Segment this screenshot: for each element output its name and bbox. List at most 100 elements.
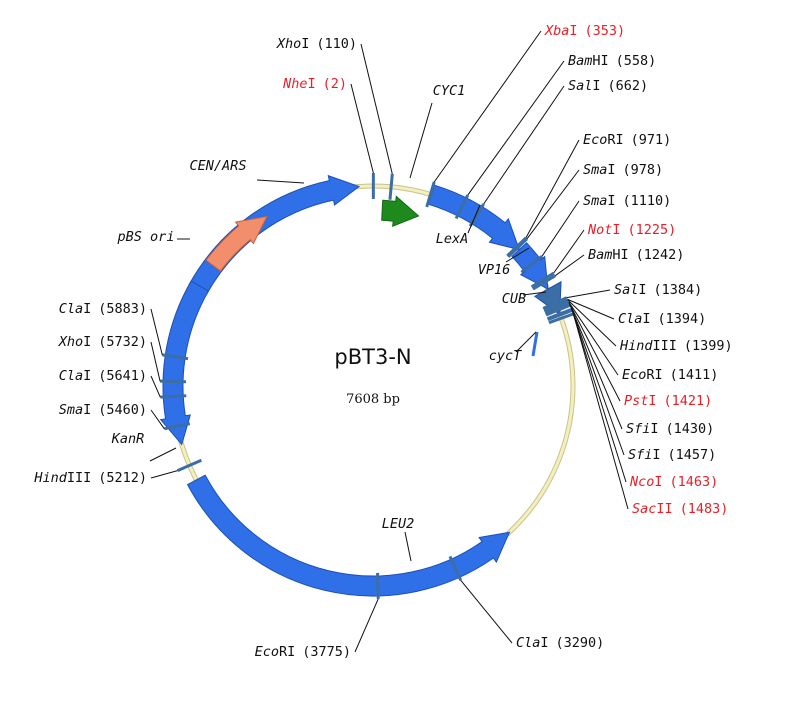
site-position: (1242) (636, 247, 685, 263)
feature-mark-cyct (531, 331, 539, 357)
site-label: SmaI (978) (583, 162, 663, 178)
site-tick (520, 255, 543, 274)
site-position: (2) (323, 76, 347, 92)
site-leader (526, 169, 580, 240)
site-leader (568, 303, 621, 402)
site-label: SalI(1384) (614, 282, 702, 298)
site-leader (354, 598, 379, 653)
feature-label-kanr: KanR (111, 431, 145, 447)
site-label: SfiI(1430) (626, 421, 714, 437)
feature-leader-vp16 (505, 247, 530, 263)
site-enzyme: Sac (632, 501, 656, 517)
feature-label-lexa: LexA (436, 231, 469, 247)
site-position: (1421) (664, 393, 713, 409)
site-tick-layer (160, 172, 574, 599)
site-position: (5212) (98, 470, 147, 486)
site-label: ClaI(5883) (59, 301, 147, 317)
feature-label-cyc1: CYC1 (433, 83, 466, 99)
site-enzyme: Bam (568, 53, 592, 69)
feature-arrow-leu2 (186, 474, 511, 597)
feature-label-leu2: LEU2 (382, 516, 415, 532)
feature-label-cen-ars: CEN/ARS (190, 158, 247, 174)
feature-arrow-cen-ars (188, 174, 361, 295)
site-enzyme: Not (587, 222, 612, 238)
site-label: EcoRI(971) (583, 132, 671, 148)
site-enzyme-suffix: I (83, 368, 91, 384)
site-label: XhoI(5732) (58, 334, 147, 350)
site-label: EcoRI(1411) (622, 367, 718, 383)
site-enzyme-suffix: I (83, 334, 91, 350)
site-enzyme: Sfi (628, 447, 652, 463)
site-leader (150, 375, 161, 398)
feature-leader-kanr (149, 447, 177, 462)
feature-leader-leu2 (404, 531, 412, 562)
site-tick (545, 303, 571, 317)
site-tick (543, 298, 569, 312)
site-tick (548, 312, 574, 325)
site-enzyme-suffix: I (654, 474, 662, 490)
site-enzyme: Sma (583, 162, 607, 178)
site-tick (162, 353, 189, 361)
site-enzyme-suffix: III (67, 470, 91, 486)
site-tick (376, 572, 380, 599)
site-enzyme: Sma (583, 193, 607, 209)
site-label: NotI(1225) (587, 222, 676, 238)
site-leader (569, 304, 623, 430)
site-enzyme-suffix: I (607, 162, 615, 178)
feature-label-cub: CUB (502, 291, 526, 307)
site-tick (532, 274, 556, 291)
site-label: PstI(1421) (624, 393, 712, 409)
site-tick (164, 422, 191, 431)
site-enzyme: Cla (618, 311, 642, 327)
site-leader (567, 299, 617, 347)
site-enzyme: Sal (614, 282, 638, 298)
site-position: (5460) (98, 402, 147, 418)
site-position: (1457) (668, 447, 717, 463)
site-enzyme: Cla (516, 635, 540, 651)
site-tick (176, 458, 202, 472)
site-leader (350, 83, 374, 174)
site-leader (554, 254, 585, 277)
site-tick (388, 173, 394, 200)
site-enzyme: Eco (622, 367, 646, 383)
site-label: HindIII(5212) (33, 470, 147, 486)
site-enzyme: Xba (544, 23, 569, 39)
site-leader (467, 60, 565, 196)
site-enzyme: Pst (624, 393, 648, 409)
site-position: (1463) (670, 474, 719, 490)
feature-arrow-pbs-ori (205, 215, 268, 272)
site-position: (978) (623, 162, 664, 178)
site-enzyme: Nhe (282, 76, 307, 92)
site-tick (547, 308, 573, 321)
site-enzyme: Xho (58, 334, 83, 350)
leader-layer (149, 30, 629, 653)
site-position: (5883) (98, 301, 147, 317)
site-position: (971) (631, 132, 672, 148)
site-enzyme-suffix: I (642, 311, 650, 327)
site-label: XbaI(353) (544, 23, 625, 39)
site-tick (530, 271, 555, 289)
site-label: NheI(2) (282, 76, 347, 92)
feature-label-pbs-ori: pBS ori (117, 229, 175, 245)
site-tick (544, 302, 570, 315)
site-enzyme-suffix: I (650, 421, 658, 437)
site-enzyme: Cla (59, 301, 83, 317)
site-enzyme: Eco (255, 644, 279, 660)
site-tick (160, 379, 187, 384)
feature-label-cyct: cycT (489, 348, 522, 364)
plasmid-name: pBT3-N (334, 345, 411, 369)
site-enzyme: Cla (59, 368, 83, 384)
site-label: SalI(662) (568, 78, 648, 94)
site-tick (448, 555, 463, 581)
site-position: (5641) (98, 368, 147, 384)
site-position: (662) (608, 78, 649, 94)
site-leader (572, 313, 629, 510)
feature-leader-lexa (467, 204, 481, 234)
site-enzyme: Sma (59, 402, 83, 418)
feature-leader-cen-ars (256, 179, 305, 184)
feature-arrow-kanr (159, 280, 210, 446)
site-label: ClaI(1394) (618, 311, 706, 327)
site-enzyme-suffix: RI (607, 132, 623, 148)
site-leader (360, 43, 393, 174)
